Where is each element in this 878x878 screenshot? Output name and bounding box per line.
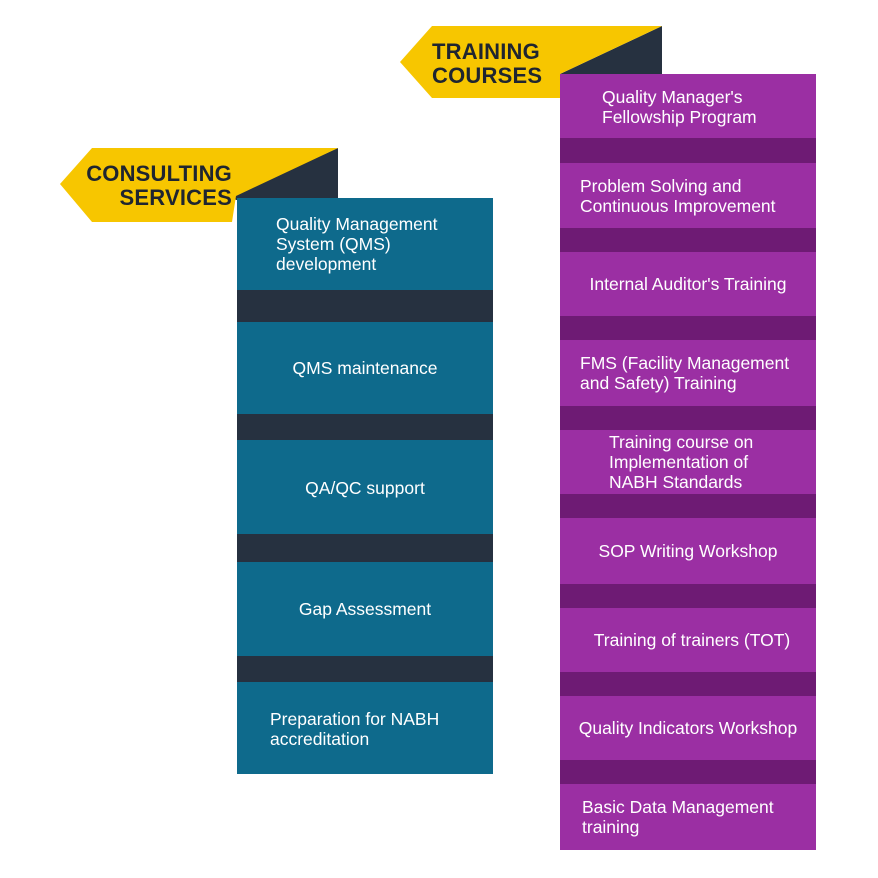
training-fold-3: [560, 316, 816, 340]
consulting-header-shadow: [232, 148, 338, 200]
training-item-fellowship: Quality Manager's Fellowship Program: [602, 87, 757, 127]
consulting-item-qa-qc-support: QA/QC support: [305, 478, 425, 498]
training-header-tag: [400, 26, 662, 98]
consulting-item-gap-assessment: Gap Assessment: [298, 599, 432, 619]
training-item-fms: FMS (Facility Management and Safety) Tra…: [580, 353, 790, 393]
consulting-panel-4: [237, 562, 493, 656]
consulting-header-tag: [60, 148, 338, 222]
training-fold-8: [560, 760, 816, 784]
training-item-quality-indicators: Quality Indicators Workshop: [578, 718, 798, 738]
training-panel-8: [560, 696, 816, 760]
consulting-panel-5: [237, 682, 493, 774]
consulting-item-qms-development: Quality Management System (QMS) developm…: [276, 214, 438, 274]
training-header-shadow: [560, 26, 662, 78]
training-item-nabh-standards: Training course on Implementation of NAB…: [609, 432, 754, 492]
training-item-internal-auditor: Internal Auditor's Training: [589, 274, 787, 294]
training-fold-6: [560, 584, 816, 608]
training-fold-7: [560, 672, 816, 696]
training-panel-6: [560, 518, 816, 584]
consulting-panel-2: [237, 322, 493, 414]
training-panel-7: [560, 608, 816, 672]
training-fold-4: [560, 406, 816, 430]
training-panel-3: [560, 252, 816, 316]
training-fold-2: [560, 228, 816, 252]
consulting-item-qms-maintenance: QMS maintenance: [292, 358, 438, 378]
training-panel-4: [560, 340, 816, 406]
training-item-data-management: Basic Data Management training: [582, 797, 774, 837]
consulting-panel-3: [237, 440, 493, 534]
training-header-title: TRAINING COURSES: [432, 39, 543, 88]
training-item-tot: Training of trainers (TOT): [593, 630, 791, 650]
training-fold-1: [560, 138, 816, 163]
training-panel-5: [560, 430, 816, 494]
consulting-fold-4: [237, 656, 493, 682]
training-fold-5: [560, 494, 816, 518]
training-panel-1: [560, 74, 816, 138]
consulting-fold-1: [237, 290, 493, 322]
consulting-fold-3: [237, 534, 493, 562]
training-item-problem-solving: Problem Solving and Continuous Improveme…: [580, 176, 776, 216]
consulting-header-title: CONSULTING SERVICES: [86, 161, 232, 210]
training-item-sop-workshop: SOP Writing Workshop: [598, 541, 778, 561]
training-panel-2: [560, 163, 816, 228]
consulting-fold-2: [237, 414, 493, 440]
consulting-item-nabh-preparation: Preparation for NABH accreditation: [270, 709, 440, 749]
consulting-panel-1: [237, 198, 493, 290]
training-panel-9: [560, 784, 816, 850]
